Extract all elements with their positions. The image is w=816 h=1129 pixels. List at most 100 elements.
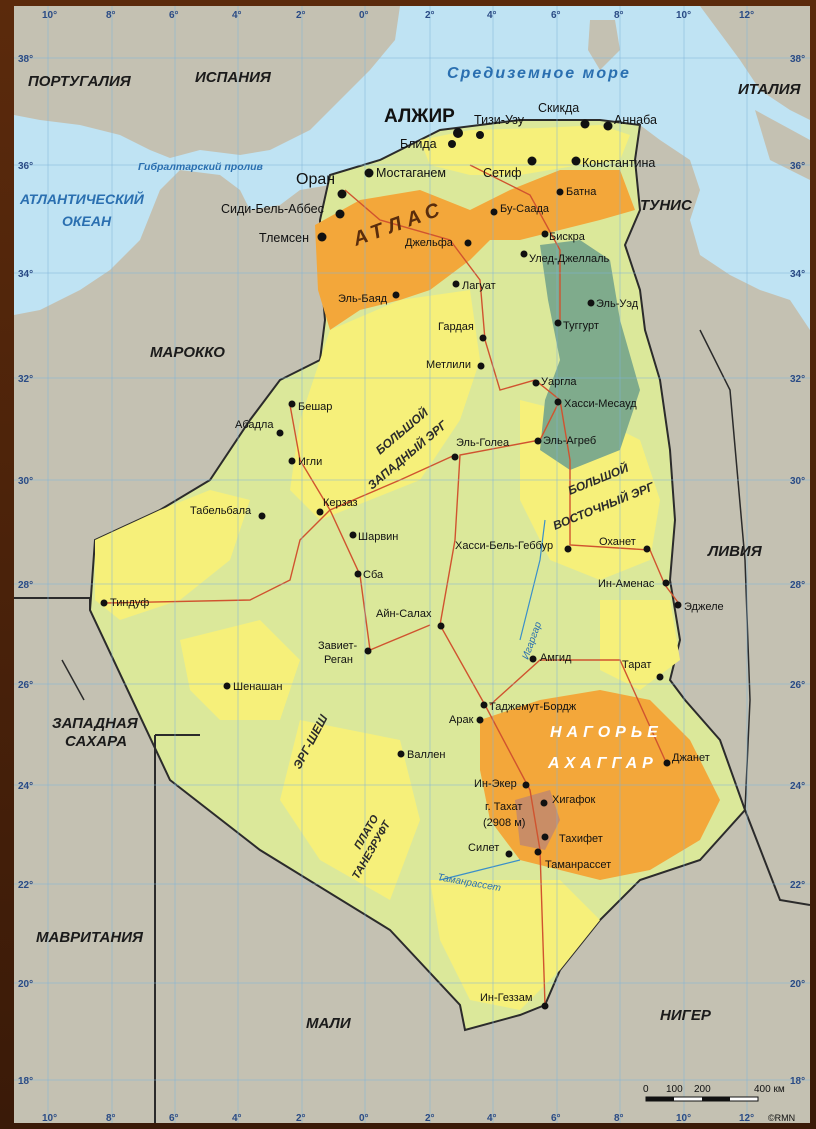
label-west-sahara-2: САХАРА	[65, 733, 127, 750]
city-in-guezzam: Ин-Геззам	[480, 992, 532, 1004]
svg-text:28°: 28°	[790, 580, 805, 591]
highland-atlas	[315, 170, 635, 330]
label-mali: МАЛИ	[306, 1015, 352, 1032]
city-markers	[100, 119, 682, 1010]
border-niger-libya	[744, 809, 810, 906]
city-tahat-2: (2908 м)	[483, 817, 525, 829]
svg-text:6°: 6°	[169, 10, 179, 21]
lowland-south	[430, 880, 600, 1010]
scale-label-0: 0	[643, 1084, 649, 1095]
city-silet: Силет	[468, 842, 499, 854]
city-blida: Блида	[400, 137, 437, 151]
city-zaouiet-2: Реган	[324, 654, 353, 666]
coords-top: 10°8° 6°4° 2°0° 2°4° 6°8° 10°12°	[42, 10, 754, 21]
svg-text:8°: 8°	[614, 1113, 624, 1124]
city-amguid: Амгид	[540, 652, 572, 664]
label-portugal: ПОРТУГАЛИЯ	[28, 73, 132, 90]
city-abadla: Абадла	[235, 419, 274, 431]
city-edjele: Эджеле	[684, 601, 724, 613]
sicily-land	[755, 110, 810, 180]
city-sba: Сба	[363, 569, 384, 581]
city-hassi-bel: Хасси-Бель-Геббур	[455, 540, 553, 552]
svg-text:12°: 12°	[739, 10, 754, 21]
city-el-golea: Эль-Голеа	[456, 437, 510, 449]
city-hassi-mess: Хасси-Месауд	[564, 398, 637, 410]
svg-text:10°: 10°	[42, 1113, 57, 1124]
lowland-tindouf	[95, 490, 250, 620]
city-tabelbala: Табельбала	[190, 505, 252, 517]
city-tarat: Тарат	[622, 659, 651, 671]
svg-text:20°: 20°	[18, 979, 33, 990]
label-west-sahara-1: ЗАПАДНАЯ	[52, 715, 139, 732]
svg-text:22°: 22°	[790, 880, 805, 891]
svg-text:28°: 28°	[18, 580, 33, 591]
svg-text:6°: 6°	[169, 1113, 179, 1124]
region-ahaggar-2: АХАГГАР	[547, 755, 658, 772]
svg-text:4°: 4°	[487, 1113, 497, 1124]
svg-text:8°: 8°	[106, 10, 116, 21]
label-mediterranean: Средиземное море	[447, 65, 631, 82]
city-chenachane: Шенашан	[233, 681, 282, 693]
italy-land	[700, 6, 810, 120]
svg-text:18°: 18°	[790, 1076, 805, 1087]
city-in-amenas: Ин-Аменас	[598, 578, 655, 590]
svg-text:30°: 30°	[790, 476, 805, 487]
city-zaouiet-1: Завиет-	[318, 640, 358, 652]
label-spain: ИСПАНИЯ	[195, 69, 272, 86]
svg-text:10°: 10°	[676, 10, 691, 21]
city-vallen: Валлен	[407, 749, 445, 761]
city-sharvin: Шарвин	[358, 531, 398, 543]
svg-text:4°: 4°	[487, 10, 497, 21]
label-atlantic-2: ОКЕАН	[62, 213, 112, 229]
city-ouargla: Уаргла	[541, 376, 577, 388]
city-kerzaz: Керзаз	[323, 497, 358, 509]
region-ahaggar-1: НАГОРЬЕ	[550, 724, 663, 741]
svg-text:24°: 24°	[790, 781, 805, 792]
svg-text:36°: 36°	[790, 161, 805, 172]
city-in-ekker: Ин-Экер	[474, 778, 517, 790]
svg-text:38°: 38°	[790, 54, 805, 65]
label-niger: НИГЕР	[660, 1007, 712, 1024]
svg-text:2°: 2°	[296, 10, 306, 21]
city-ouled: Улед-Джеллаль	[529, 253, 610, 265]
city-hirafok: Хигафок	[552, 794, 596, 806]
peak-tahat	[515, 790, 560, 850]
city-batna: Батна	[566, 186, 597, 198]
border-libya-tunisia	[699, 329, 751, 811]
city-tlemcen: Тлемсен	[259, 231, 309, 245]
lowland-erg-chech	[180, 620, 300, 720]
svg-text:6°: 6°	[551, 1113, 561, 1124]
label-italy: ИТАЛИЯ	[738, 81, 801, 98]
city-el-bayadh: Эль-Баяд	[338, 293, 388, 305]
svg-text:10°: 10°	[676, 1113, 691, 1124]
svg-text:36°: 36°	[18, 161, 33, 172]
svg-text:24°: 24°	[18, 781, 33, 792]
capital-marker[interactable]	[453, 128, 463, 138]
svg-text:2°: 2°	[425, 1113, 435, 1124]
river-tamanrasset	[439, 859, 521, 881]
city-annaba: Аннаба	[614, 113, 657, 127]
city-el-oued: Эль-Уэд	[596, 298, 639, 310]
city-djanet: Джанет	[672, 752, 710, 764]
svg-text:8°: 8°	[106, 1113, 116, 1124]
svg-text:12°: 12°	[739, 1113, 754, 1124]
city-touggourt: Туггурт	[563, 320, 599, 332]
city-arak: Арак	[449, 714, 474, 726]
city-laghouat: Лагуат	[462, 280, 496, 292]
city-mostaganem: Мостаганем	[376, 166, 446, 180]
coords-right: 38°36° 34°32° 30°28° 26°24° 22°20° 18°	[790, 54, 805, 1087]
scale-label-100: 100	[666, 1084, 683, 1095]
depression-chott	[540, 240, 640, 470]
city-tadjemout: Таджемут-Бордж	[489, 701, 577, 713]
svg-text:26°: 26°	[18, 680, 33, 691]
svg-text:34°: 34°	[790, 269, 805, 280]
iberia-land	[14, 6, 400, 158]
lowland-tanezrouft	[280, 720, 420, 900]
city-tamanrasset: Таманрассет	[545, 859, 611, 871]
svg-text:10°: 10°	[42, 10, 57, 21]
svg-text:0°: 0°	[359, 10, 369, 21]
svg-text:18°: 18°	[18, 1076, 33, 1087]
pointer-line	[61, 659, 85, 701]
svg-text:8°: 8°	[614, 10, 624, 21]
